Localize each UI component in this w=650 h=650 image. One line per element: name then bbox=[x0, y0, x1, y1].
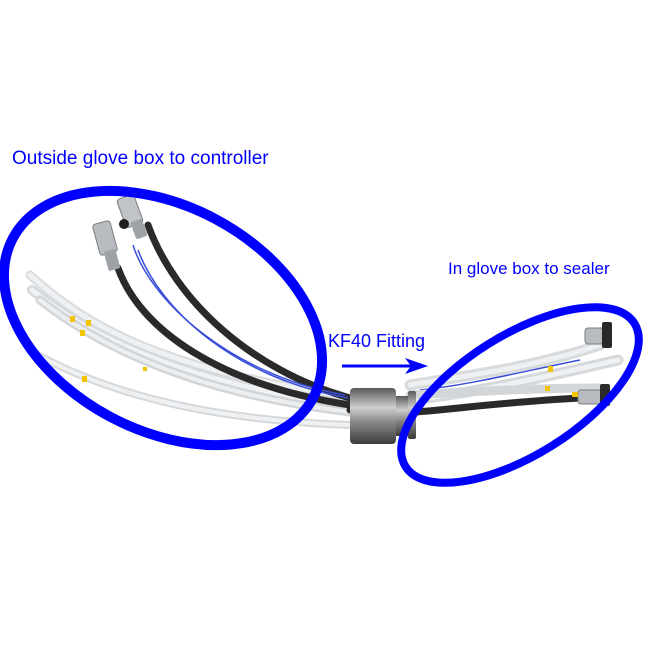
inside-glove-box-label: In glove box to sealer bbox=[448, 259, 610, 278]
yellow-markers-right bbox=[545, 366, 578, 397]
outside-glove-box-label: Outside glove box to controller bbox=[12, 148, 269, 169]
kf40-fitting-label: KF40 Fitting bbox=[328, 331, 426, 351]
yellow-markers-left bbox=[70, 316, 147, 382]
translucent-tubes-left bbox=[25, 270, 355, 429]
outside-highlight-ellipse bbox=[0, 185, 328, 451]
arrow-right-icon bbox=[342, 358, 428, 374]
inside-highlight-ellipse bbox=[397, 303, 643, 487]
circular-connectors-left bbox=[92, 194, 148, 271]
